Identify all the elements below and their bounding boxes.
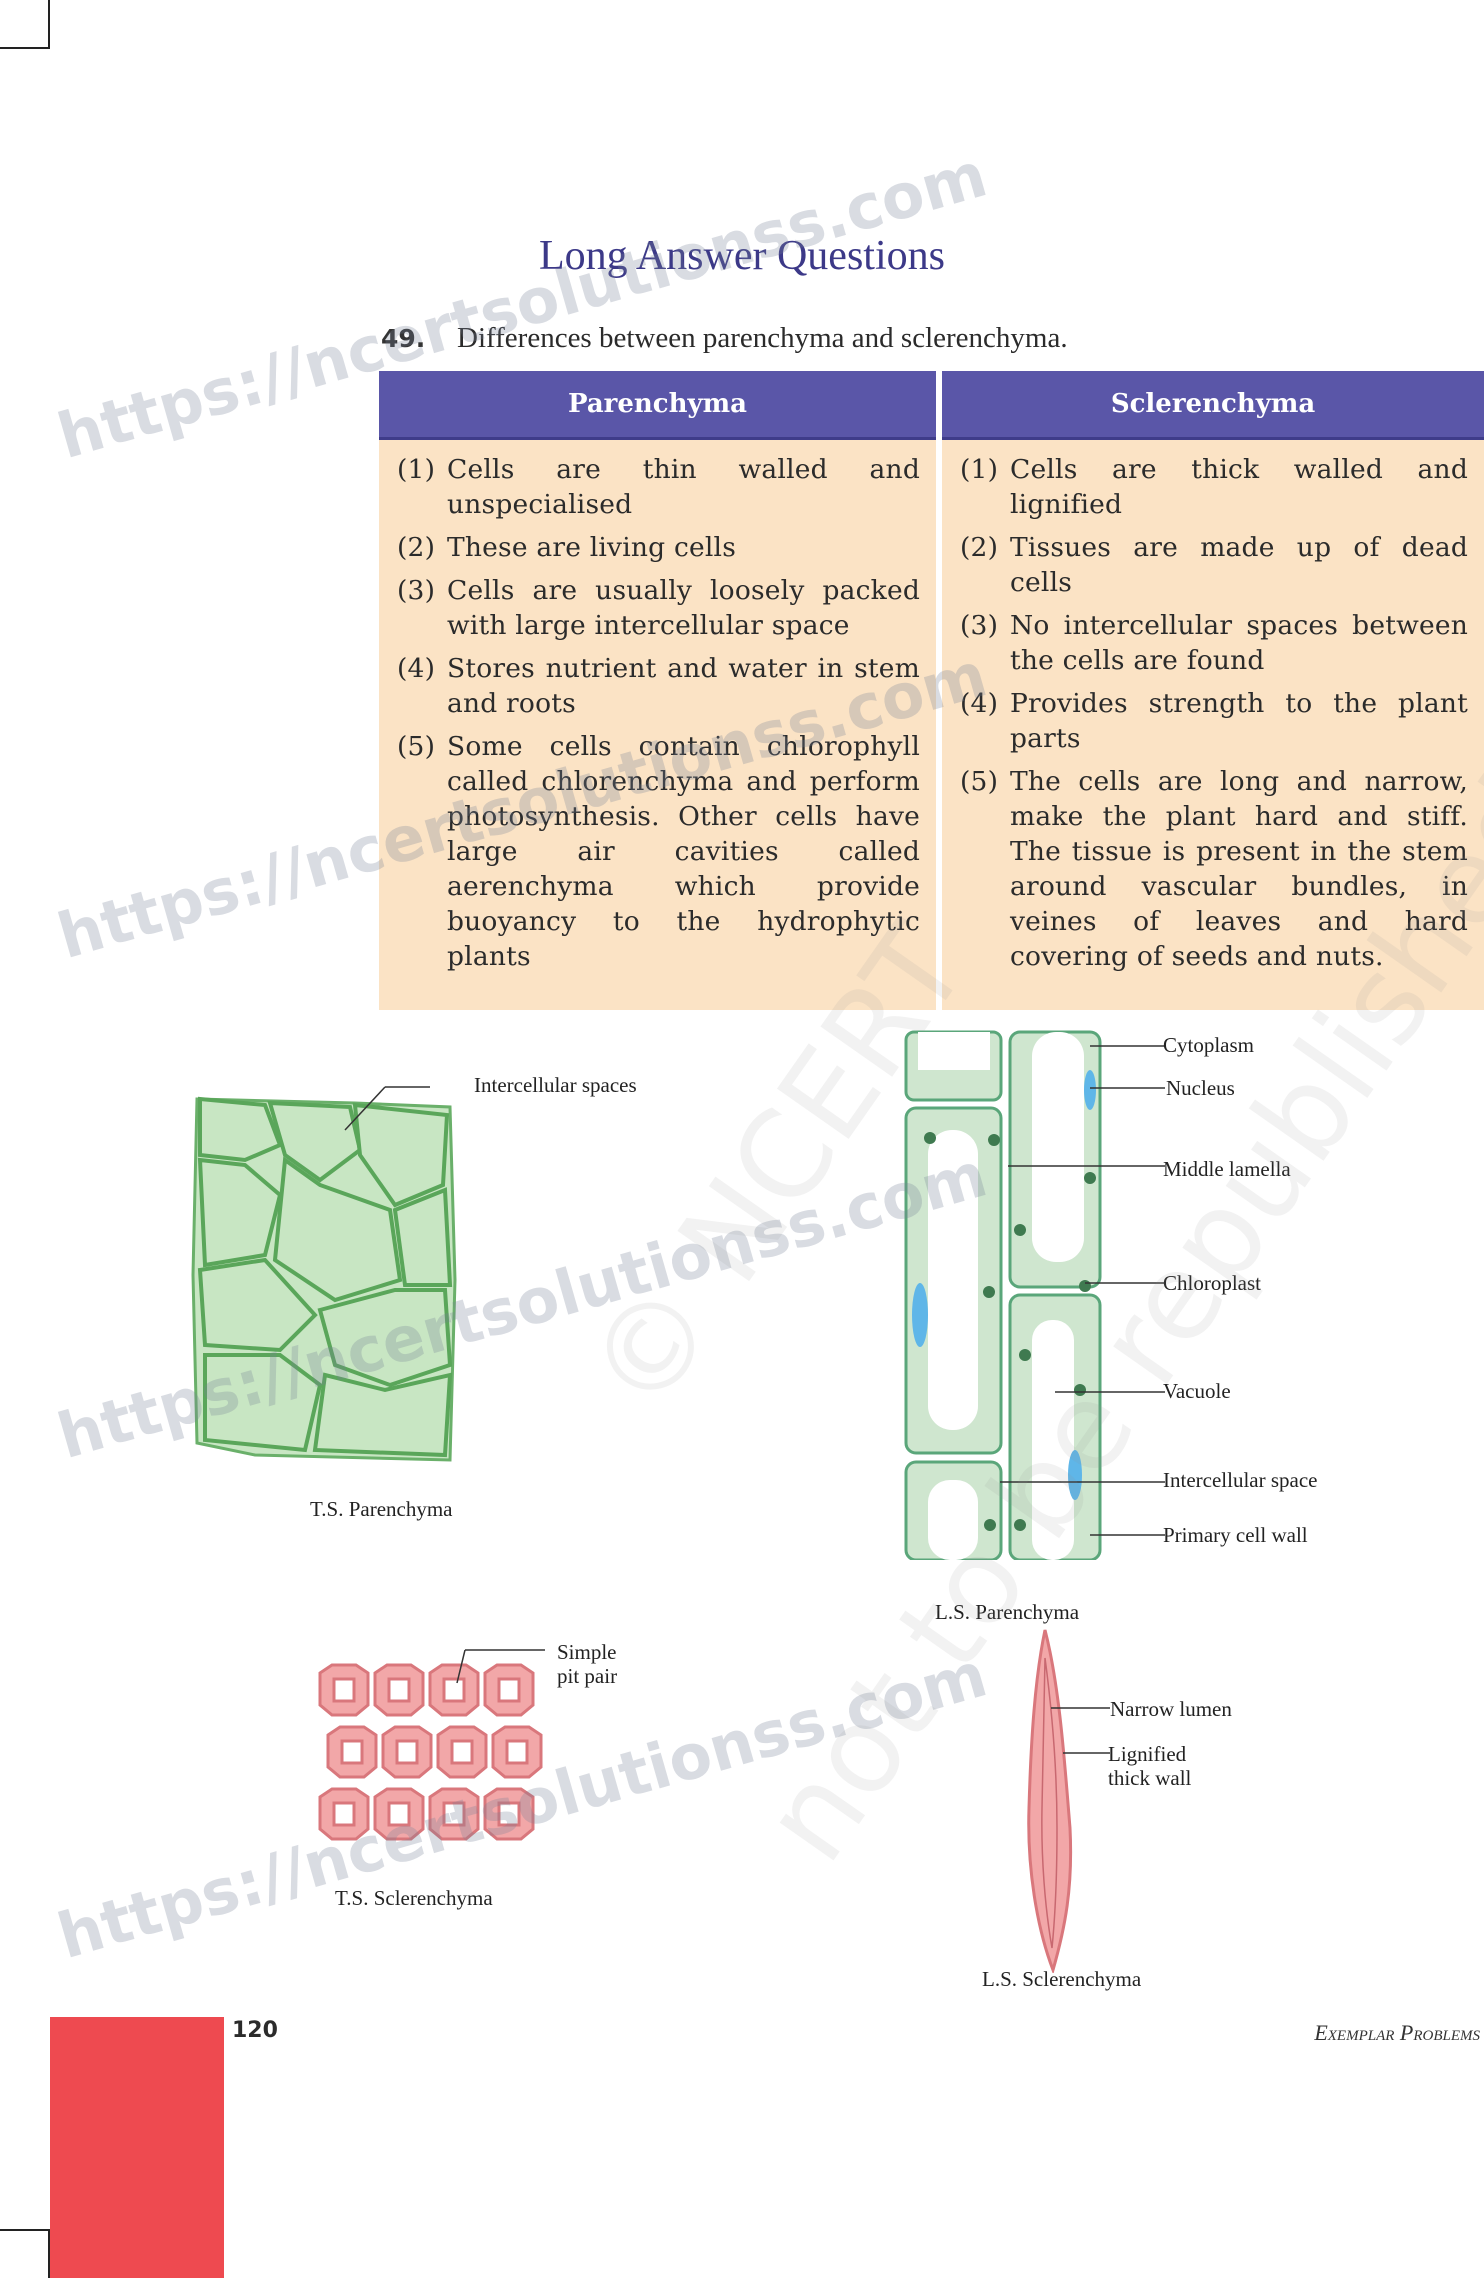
sclerenchyma-cell [318, 1787, 370, 1841]
item-number: (4) [960, 688, 999, 719]
label-thick-wall: thick wall [1108, 1766, 1192, 1790]
ts-parenchyma-diagram [191, 1086, 457, 1462]
label-nucleus: Nucleus [1166, 1076, 1235, 1100]
sclerenchyma-column: Sclerenchyma (1) Cells are thick walled a… [942, 371, 1484, 1010]
sclerenchyma-cell [483, 1663, 535, 1717]
item-number: (2) [397, 532, 436, 563]
ls-parenchyma-diagram [904, 1030, 1165, 1560]
book-title: Exemplar Problems [1314, 2020, 1480, 2045]
item-number: (5) [960, 766, 999, 797]
table-row: (5) Some cells contain chlorophyll called… [397, 729, 920, 974]
item-number: (1) [960, 454, 999, 485]
sclerenchyma-cell [373, 1663, 425, 1717]
item-text: Some cells contain chlorophyll called ch… [447, 731, 920, 972]
item-number: (3) [397, 575, 436, 606]
table-row: (1) Cells are thick walled and lignified [960, 452, 1468, 522]
sclerenchyma-cell [381, 1725, 433, 1779]
ts-sclerenchyma-diagram [318, 1649, 545, 1841]
column-body: (1) Cells are thin walled and unspecialis… [379, 440, 936, 1010]
item-text: Cells are thin walled and unspecialised [447, 454, 920, 520]
label-chloroplast: Chloroplast [1163, 1271, 1261, 1295]
label-intercellular-spaces: Intercellular spaces [474, 1073, 637, 1097]
item-number: (1) [397, 454, 436, 485]
crop-mark [0, 47, 50, 49]
question-text: Differences between parenchyma and scler… [457, 322, 1068, 354]
item-text: Cells are usually loosely packed with la… [447, 575, 920, 641]
figure-caption: T.S. Sclerenchyma [335, 1886, 493, 1910]
figure-caption: L.S. Parenchyma [935, 1600, 1080, 1624]
sclerenchyma-cell [428, 1663, 480, 1717]
label-cytoplasm: Cytoplasm [1163, 1033, 1255, 1057]
label-vacuole: Vacuole [1163, 1379, 1231, 1403]
footer-accent-block [50, 2017, 224, 2278]
ls-sclerenchyma-diagram [1027, 1629, 1110, 1973]
label-primary-cell-wall: Primary cell wall [1163, 1523, 1308, 1547]
page-number: 120 [232, 2018, 278, 2043]
question-number: 49. [381, 324, 426, 353]
table-row: (3) No intercellular spaces between the c… [960, 608, 1468, 678]
table-row: (4) Stores nutrient and water in stem and… [397, 651, 920, 721]
table-row: (3) Cells are usually loosely packed with… [397, 573, 920, 643]
label-intercellular-space: Intercellular space [1163, 1468, 1318, 1492]
crop-mark [0, 2229, 50, 2231]
label-simple: Simple [557, 1640, 617, 1664]
table-row: (4) Provides strength to the plant parts [960, 686, 1468, 756]
item-text: These are living cells [447, 532, 737, 563]
item-text: Stores nutrient and water in stem and ro… [447, 653, 920, 719]
figure-caption: L.S. Sclerenchyma [982, 1967, 1142, 1991]
sclerenchyma-cell [483, 1787, 535, 1841]
figure-caption: T.S. Parenchyma [310, 1497, 453, 1521]
table-row: (5) The cells are long and narrow, make t… [960, 764, 1468, 974]
label-pit-pair: pit pair [557, 1664, 618, 1688]
column-body: (1)Cells are thick walled and lignified(… [942, 440, 1484, 1010]
item-text: Provides strength to the plant parts [1010, 688, 1468, 754]
item-text: Cells are thick walled and lignified [1010, 454, 1468, 520]
parenchyma-column: Parenchyma (1) Cells are thin walled and … [379, 371, 936, 1010]
sclerenchyma-cell [326, 1725, 378, 1779]
label-middle-lamella: Middle lamella [1163, 1157, 1291, 1181]
table-row: (1) Cells are thin walled and unspecialis… [397, 452, 920, 522]
item-number: (5) [397, 731, 436, 762]
item-number: (2) [960, 532, 999, 563]
sclerenchyma-cell [373, 1787, 425, 1841]
label-lignified: Lignified [1108, 1742, 1187, 1766]
item-number: (4) [397, 653, 436, 684]
table-row: (2) Tissues are made up of dead cells [960, 530, 1468, 600]
item-number: (3) [960, 610, 999, 641]
item-text: Tissues are made up of dead cells [1010, 532, 1468, 598]
column-header: Parenchyma [379, 371, 936, 440]
sclerenchyma-cell [428, 1787, 480, 1841]
column-header: Sclerenchyma [942, 371, 1484, 440]
item-text: The cells are long and narrow, make the … [1010, 766, 1468, 972]
crop-mark [48, 0, 50, 49]
crop-mark [48, 2229, 50, 2278]
sclerenchyma-cell [491, 1725, 543, 1779]
label-narrow-lumen: Narrow lumen [1110, 1697, 1232, 1721]
sclerenchyma-cell [318, 1663, 370, 1717]
item-text: No intercellular spaces between the cell… [1010, 610, 1468, 676]
table-row: (2) These are living cells [397, 530, 920, 565]
sclerenchyma-cell [436, 1725, 488, 1779]
section-heading: Long Answer Questions [539, 233, 945, 279]
